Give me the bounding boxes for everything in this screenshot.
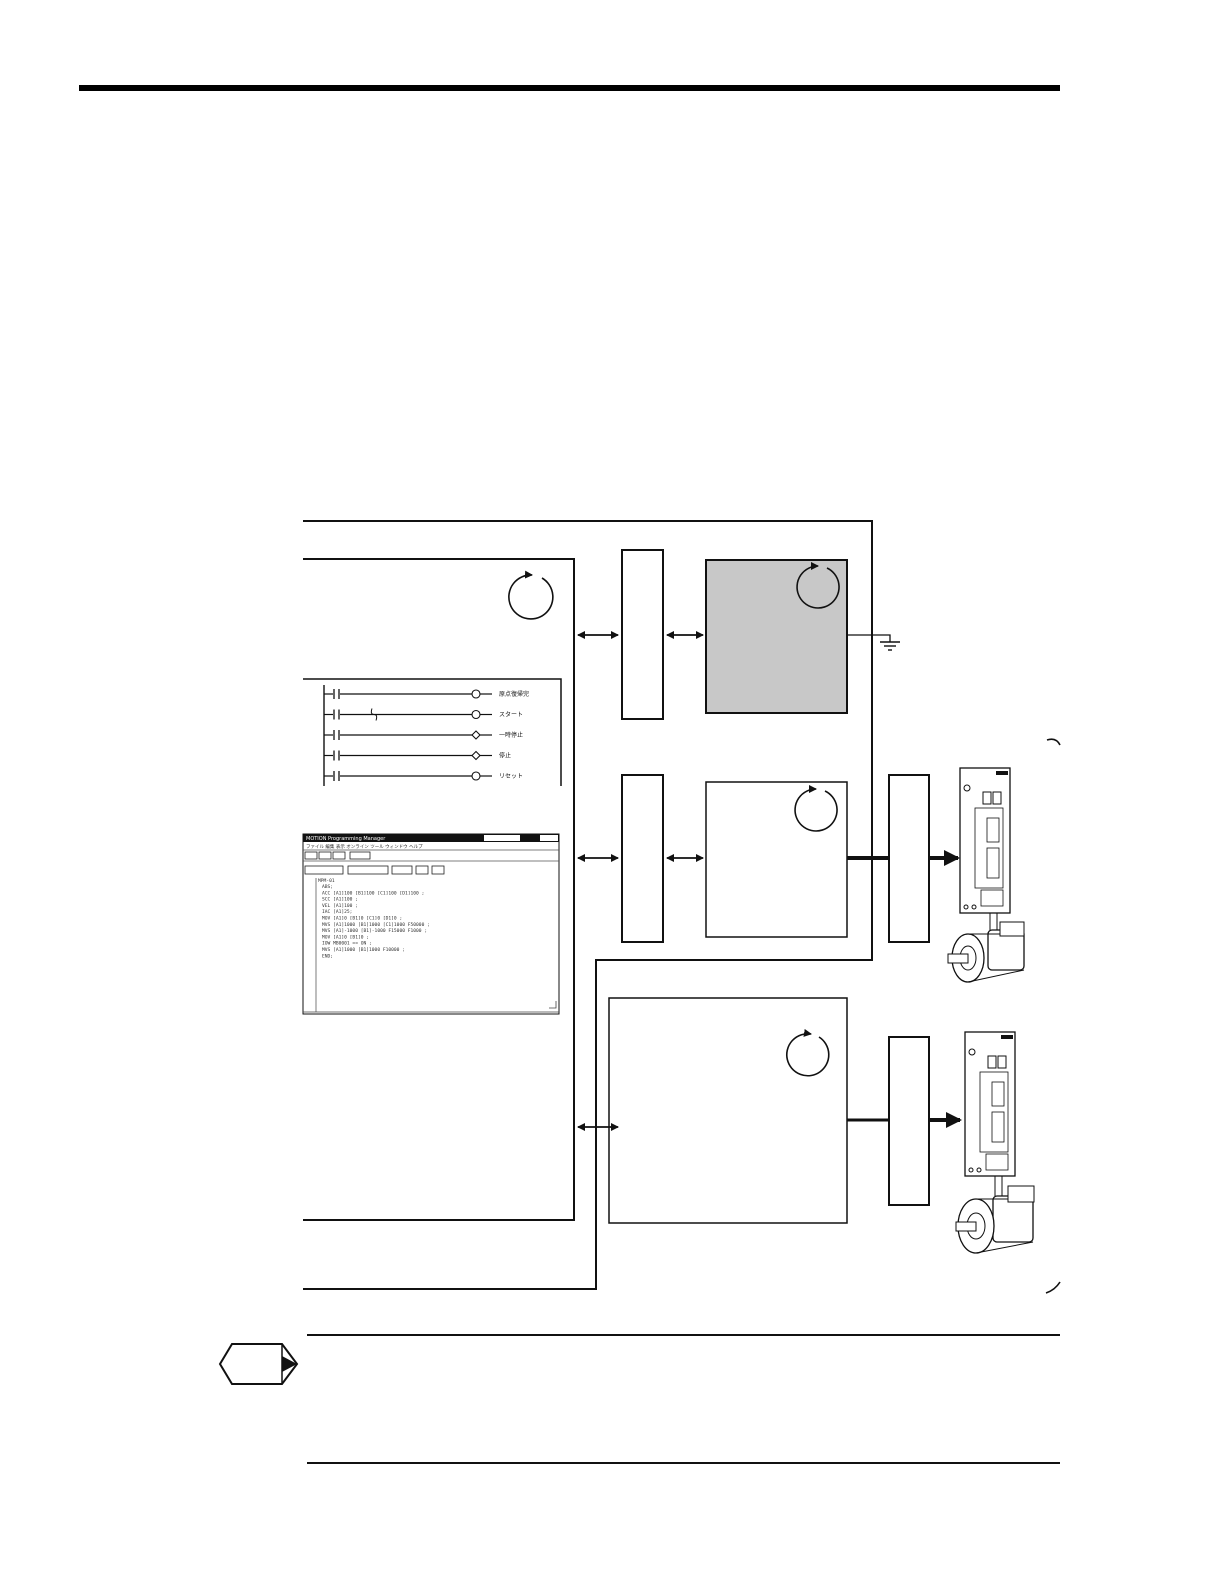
rotation-arrow-icon	[794, 785, 838, 832]
program-editor-window: MOTION Programming Manager ファイル 編集 表示 オン…	[302, 833, 560, 1015]
header-rule	[79, 85, 1060, 91]
rung-label: リセット	[499, 773, 523, 780]
controller-frame	[303, 520, 873, 1290]
ladder-rung: 原点復帰完	[324, 689, 529, 699]
ground-icon	[847, 634, 900, 651]
rung-label: 停止	[499, 752, 511, 760]
interface-block-2	[621, 774, 664, 943]
output-interface-2	[888, 774, 930, 943]
rung-label: スタート	[499, 711, 523, 719]
ladder-rung: スタート	[324, 708, 523, 721]
ladder-rung: 停止	[324, 750, 511, 761]
cpu-frame	[303, 558, 575, 1221]
editor-toolbar	[304, 851, 371, 860]
servopack-icon	[959, 767, 1011, 914]
rotation-arrow-icon	[786, 1028, 830, 1077]
code-line: MOV [A1]0 [B1]0 ;	[322, 934, 369, 940]
module-block-1	[705, 559, 848, 714]
editor-menu: ファイル 編集 表示 オンライン ツール ウィンドウ ヘルプ	[306, 843, 423, 850]
interface-block-1	[621, 549, 664, 720]
bracket-mark-top	[1046, 738, 1061, 746]
code-line: IAC [A1]25;	[322, 909, 352, 915]
code-line: MVS [A1]1000 [B1]1000 F10000 ;	[322, 947, 405, 953]
pencil-note-icon	[218, 1343, 299, 1385]
code-line: VEL [A1]100 ;	[322, 903, 358, 909]
code-line: MVS [A1]1000 [B1]1000 [C1]1000 F50000 ;	[322, 922, 430, 928]
code-listing: ABS;ACC [A1]100 [B1]100 [C1]100 [D1]100 …	[322, 884, 430, 959]
servomotor-icon	[955, 1176, 1035, 1254]
ladder-rung: リセット	[324, 771, 523, 781]
code-line: MVS [A1]-1000 [B1]-1000 F15000 F1000 ;	[322, 928, 427, 934]
window-buttons	[484, 835, 558, 841]
servopack-icon	[964, 1031, 1016, 1177]
rung-label: 原点復帰完	[499, 690, 529, 698]
output-interface-3	[888, 1036, 930, 1206]
program-number: MPM-01	[318, 878, 335, 884]
rotation-arrow-icon	[508, 570, 554, 620]
rung-label: 一時停止	[499, 731, 523, 739]
editor-toolbar-2	[347, 865, 445, 875]
ladder-rung: 一時停止	[324, 730, 523, 740]
editor-title: MOTION Programming Manager	[306, 836, 386, 842]
code-line: IOW MB0001 == ON ;	[322, 941, 372, 947]
code-line: ACC [A1]100 [B1]100 [C1]100 [D1]100 ;	[322, 890, 424, 896]
bracket-mark-bottom	[1045, 1281, 1061, 1294]
code-line: SCC [A1]100 ;	[322, 897, 358, 903]
module-block-2	[705, 781, 848, 938]
servomotor-icon	[947, 913, 1025, 983]
code-line: MOV [A1]0 [B1]0 [C1]0 [D1]0 ;	[322, 916, 402, 922]
module-block-3	[608, 997, 848, 1224]
rotation-arrow-icon	[796, 562, 840, 609]
code-line: END;	[322, 953, 333, 959]
code-line: ABS;	[322, 884, 333, 890]
